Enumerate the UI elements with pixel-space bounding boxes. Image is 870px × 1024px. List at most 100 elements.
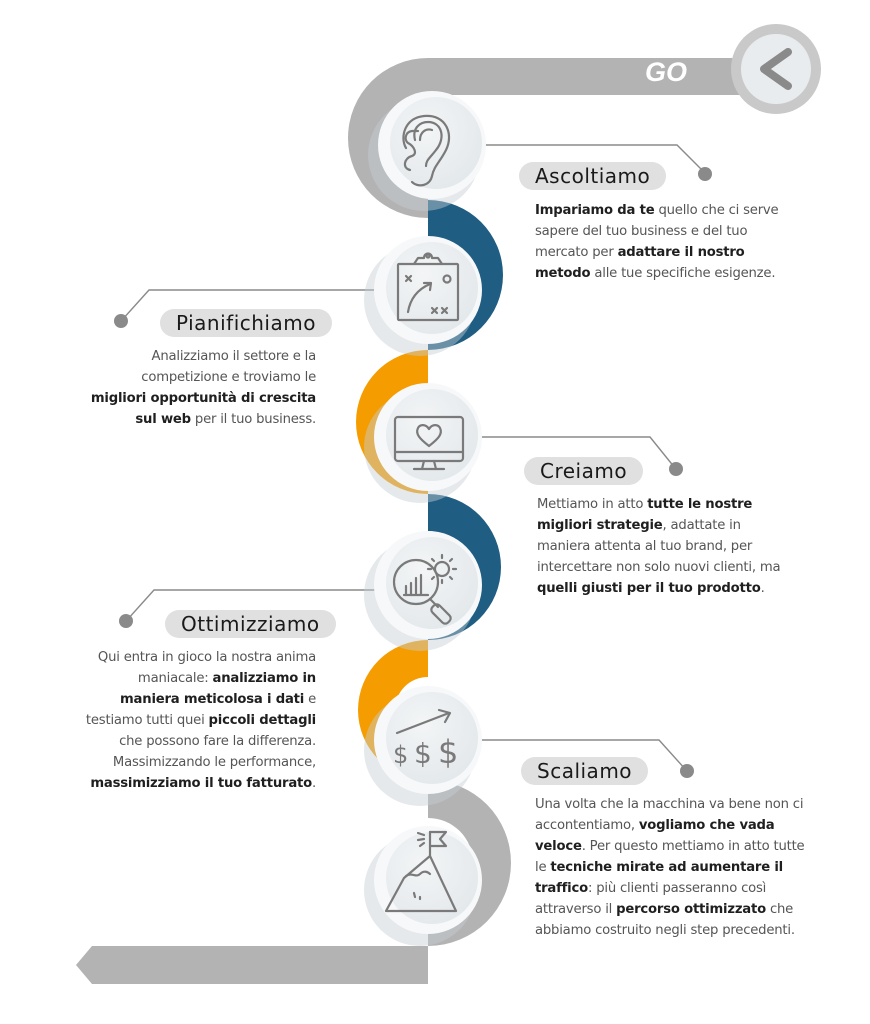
body-text: . Per questo mettiamo in atto tutte <box>581 839 805 854</box>
description-line: Una volta che la macchina va bene non ci <box>535 794 855 815</box>
description-line: attraverso il percorso ottimizzato che <box>535 899 855 920</box>
description-line: sul web per il tuo business. <box>40 409 316 430</box>
step-circle-1 <box>368 91 486 211</box>
body-text: accontentiamo, <box>535 818 639 833</box>
body-text: quello che ci serve <box>654 203 779 218</box>
description-line: migliori strategie, adattate in <box>537 515 847 536</box>
body-text: Mettiamo in atto <box>537 497 648 512</box>
connector-scaliamo <box>480 739 687 771</box>
description-line: Mettiamo in atto tutte le nostre <box>537 494 847 515</box>
ear-icon <box>402 114 451 187</box>
description-line: Impariamo da te quello che ci serve <box>535 200 835 221</box>
description-line: maniera attenta al tuo brand, per <box>537 536 847 557</box>
emphasis-text: adattare il nostro <box>617 245 745 260</box>
step-title-pianifichiamo: Pianifichiamo <box>160 309 332 337</box>
description-line: maniera meticolosa i dati e <box>20 689 316 710</box>
analytics-magnifier-gear-icon <box>392 553 458 625</box>
emphasis-text: quelli giusti per il tuo prodotto <box>537 581 761 596</box>
body-text: . <box>760 581 765 596</box>
step-description-ottimizziamo: Qui entra in gioco la nostra anima maniac… <box>20 647 316 794</box>
step-title-scaliamo: Scaliamo <box>521 757 649 785</box>
body-text: : più clienti passeranno così <box>587 881 767 896</box>
step-description-ascoltiamo: Impariamo da te quello che ci serve saper… <box>535 200 835 284</box>
emphasis-text: piccoli dettagli <box>208 713 317 728</box>
description-line: migliori opportunità di crescita <box>40 388 316 409</box>
start-button-face <box>741 34 811 104</box>
svg-text:$: $ <box>414 737 432 770</box>
description-line: Massimizzando le performance, <box>20 752 316 773</box>
description-line: testiamo tutti quei piccoli dettagli <box>20 710 316 731</box>
step-circle-4 <box>364 531 482 651</box>
body-text: che <box>765 902 794 917</box>
body-text: che possono fare la differenza. <box>119 734 316 749</box>
step-circle-face <box>386 537 478 629</box>
body-text: Qui entra in gioco la nostra anima <box>97 650 316 665</box>
body-text: attraverso il <box>535 902 617 917</box>
connector-pianifichiamo <box>121 289 380 321</box>
emphasis-text: percorso ottimizzato <box>616 902 766 917</box>
mountain-flag-icon <box>384 830 458 913</box>
connector-dot <box>114 314 128 328</box>
step-circle-face <box>386 832 478 924</box>
body-text: maniera attenta al tuo brand, per <box>537 539 753 554</box>
body-text: , adattate in <box>662 518 741 533</box>
emphasis-text: massimizziamo il tuo fatturato <box>90 776 312 791</box>
step-title-creiamo: Creiamo <box>524 457 644 485</box>
svg-text:$: $ <box>393 741 408 769</box>
connectors <box>121 144 706 771</box>
connector-dot <box>669 462 683 476</box>
body-text: sapere del tuo business e del tuo <box>535 224 748 239</box>
path-segment-gray-top <box>348 58 740 218</box>
description-line: metodo alle tue specifiche esigenze. <box>535 263 835 284</box>
step-circle-3 <box>364 383 482 503</box>
body-text: alle tue specifiche esigenze. <box>590 266 776 281</box>
connector-dots <box>114 167 712 778</box>
emphasis-text: tecniche mirate ad aumentare il <box>550 860 783 875</box>
strategy-clipboard-icon <box>396 252 460 322</box>
description-line: traffico: più clienti passeranno così <box>535 878 855 899</box>
emphasis-text: migliori opportunità di crescita <box>90 391 316 406</box>
path-segment-gray-bottom <box>76 780 511 984</box>
emphasis-text: migliori strategie <box>537 518 663 533</box>
emphasis-text: traffico <box>535 881 588 896</box>
body-text: mercato per <box>535 245 618 260</box>
description-line: che possono fare la differenza. <box>20 731 316 752</box>
description-line: Analizziamo il settore e la <box>40 346 317 367</box>
step-circle-5 <box>364 686 482 806</box>
connector-ottimizziamo <box>126 589 380 621</box>
step-title-ascoltiamo: Ascoltiamo <box>519 162 667 190</box>
emphasis-text: Impariamo da te <box>535 203 655 218</box>
body-text: le <box>535 860 551 875</box>
description-line: quelli giusti per il tuo prodotto. <box>537 578 847 599</box>
body-text: intercettare non solo nuovi clienti, ma <box>537 560 781 575</box>
emphasis-text: veloce <box>535 839 582 854</box>
start-go-button[interactable] <box>731 24 821 114</box>
body-text: testiamo tutti quei <box>85 713 209 728</box>
body-text: per il tuo business. <box>190 412 316 427</box>
description-line: intercettare non solo nuovi clienti, ma <box>537 557 847 578</box>
connector-dot <box>698 167 712 181</box>
connector-dot <box>119 614 133 628</box>
emphasis-text: analizziamo in <box>212 671 317 686</box>
body-text: abbiamo costruito negli step precedenti. <box>535 923 795 938</box>
dollar-growth-icon: $ $ $ <box>393 708 458 771</box>
emphasis-text: vogliamo che vada <box>638 818 775 833</box>
description-line: sapere del tuo business e del tuo <box>535 221 835 242</box>
description-line: maniacale: analizziamo in <box>20 668 316 689</box>
emphasis-text: tutte le nostre <box>647 497 753 512</box>
step-circle-face <box>386 692 478 784</box>
body-text: e <box>304 692 316 707</box>
body-text: maniacale: <box>137 671 213 686</box>
connector-dot <box>680 764 694 778</box>
emphasis-text: maniera meticolosa i dati <box>120 692 305 707</box>
body-text: Analizziamo il settore e la <box>151 349 317 364</box>
description-line: competizione e troviamo le <box>40 367 316 388</box>
step-title-ottimizziamo: Ottimizziamo <box>165 610 336 638</box>
description-line: mercato per adattare il nostro <box>535 242 835 263</box>
emphasis-text: metodo <box>535 266 591 281</box>
description-line: veloce. Per questo mettiamo in atto tutt… <box>535 836 855 857</box>
description-line: accontentiamo, vogliamo che vada <box>535 815 855 836</box>
connector-ascoltiamo <box>480 144 706 174</box>
